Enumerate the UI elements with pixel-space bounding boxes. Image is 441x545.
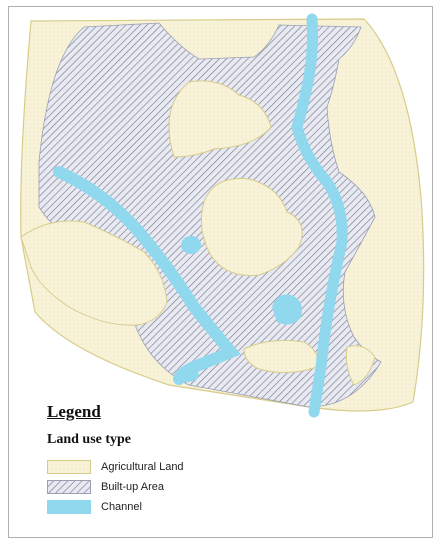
map-legend: Legend Land use type Agricultural Land B…: [47, 402, 307, 517]
legend-label: Channel: [101, 501, 142, 513]
channel-north: [291, 13, 348, 418]
channel-pond: [181, 236, 201, 254]
legend-title: Legend: [47, 402, 101, 421]
legend-label: Built-up Area: [101, 481, 164, 493]
agricultural-patch: [168, 80, 272, 158]
agricultural-swatch: [47, 460, 91, 474]
legend-item-channel: Channel: [47, 497, 307, 517]
channel-west: [53, 166, 241, 385]
channel-pond: [175, 368, 199, 382]
agricultural-patch: [200, 177, 303, 277]
legend-item-builtup: Built-up Area: [47, 477, 307, 497]
legend-label: Agricultural Land: [101, 461, 184, 473]
agricultural-patch: [20, 220, 168, 326]
agricultural-patch: [345, 345, 376, 386]
channel-swatch: [47, 500, 91, 514]
builtup-swatch: [47, 480, 91, 494]
channel-pond: [272, 294, 302, 325]
legend-item-agricultural: Agricultural Land: [47, 457, 307, 477]
map-frame: Legend Land use type Agricultural Land B…: [8, 6, 433, 538]
land-use-map: [20, 13, 425, 418]
legend-subtitle: Land use type: [47, 432, 132, 447]
